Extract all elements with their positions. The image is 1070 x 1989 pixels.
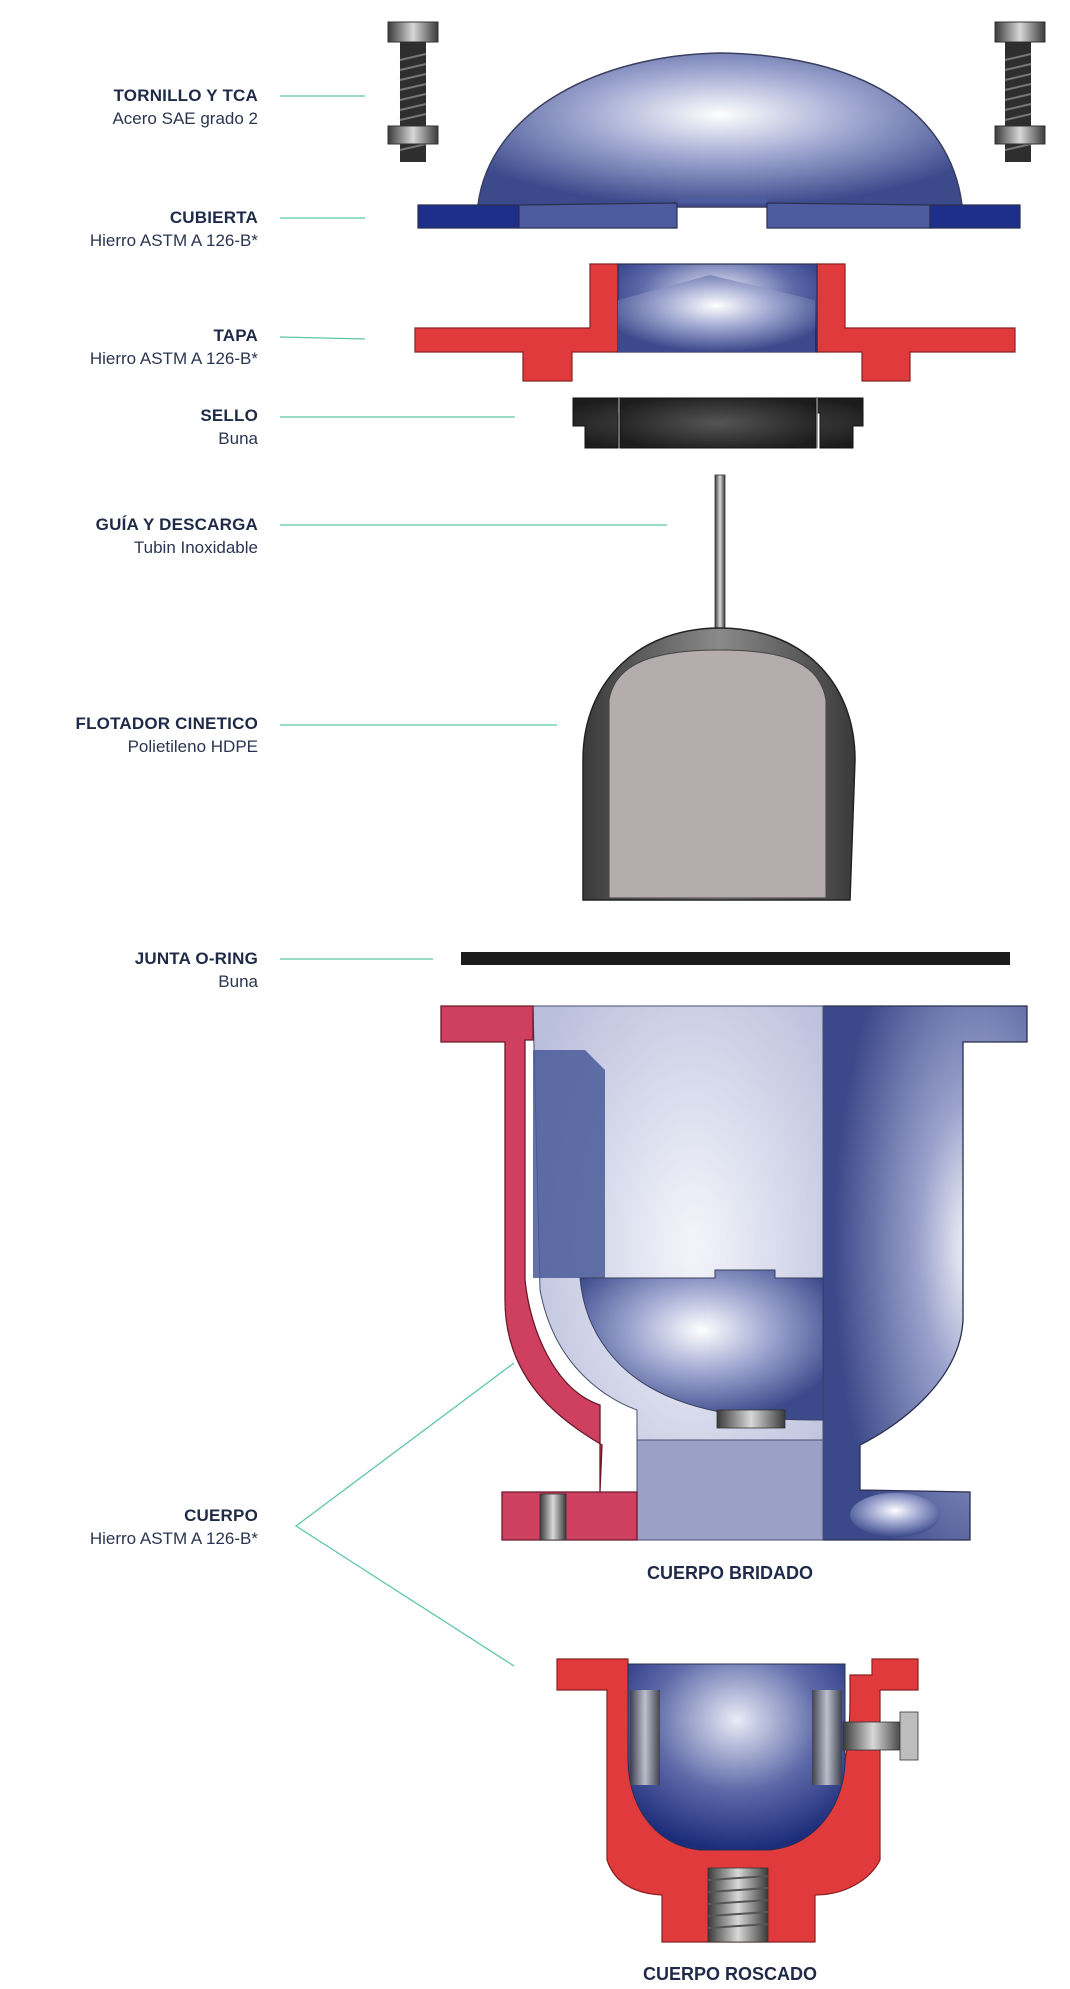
leader-tapa: [279, 336, 366, 340]
bolt-left-icon: [387, 21, 439, 162]
part-name: TAPA: [213, 326, 258, 345]
part-material: Hierro ASTM A 126-B*: [89, 349, 258, 368]
part-name: JUNTA O-RING: [134, 949, 258, 968]
part-material: Polietileno HDPE: [127, 737, 258, 756]
part-material: Buna: [218, 972, 258, 991]
junta-oring: [461, 952, 1010, 965]
part-name: CUERPO: [184, 1506, 258, 1525]
part-material: Acero SAE grado 2: [112, 109, 258, 128]
cubierta-cover: [417, 52, 1021, 229]
part-name: FLOTADOR CINETICO: [75, 714, 258, 733]
sello-seal: [572, 397, 864, 449]
caption-cuerpo-roscado: CUERPO ROSCADO: [642, 1964, 817, 1984]
bolt-right-icon: [994, 21, 1046, 162]
part-material: Hierro ASTM A 126-B*: [89, 1529, 258, 1548]
guia-tube: [714, 474, 726, 631]
leader-cuerpo: [294, 1362, 515, 1667]
label-guia: GUÍA Y DESCARGA Tubin Inoxidable: [96, 513, 258, 559]
flotador-float: [582, 627, 856, 901]
label-tapa: TAPA Hierro ASTM A 126-B*: [90, 324, 258, 370]
label-flotador: FLOTADOR CINETICO Polietileno HDPE: [75, 712, 258, 758]
caption-cuerpo-bridado: CUERPO BRIDADO: [646, 1563, 813, 1583]
part-material: Buna: [218, 429, 258, 448]
part-name: CUBIERTA: [169, 208, 258, 227]
tapa-lid: [414, 263, 1016, 382]
label-sello: SELLO Buna: [200, 404, 258, 450]
cuerpo-bridado-body: [440, 1005, 1028, 1541]
part-material: Hierro ASTM A 126-B*: [89, 231, 258, 250]
part-name: TORNILLO Y TCA: [113, 86, 258, 105]
label-tornillo: TORNILLO Y TCA Acero SAE grado 2: [112, 84, 258, 130]
part-name: SELLO: [200, 406, 258, 425]
leader-lines: [279, 95, 667, 1667]
cuerpo-roscado-body: [556, 1658, 919, 1943]
label-cubierta: CUBIERTA Hierro ASTM A 126-B*: [90, 206, 258, 252]
label-junta: JUNTA O-RING Buna: [135, 947, 258, 993]
part-material: Tubin Inoxidable: [133, 538, 258, 557]
part-name: GUÍA Y DESCARGA: [95, 515, 258, 534]
label-cuerpo: CUERPO Hierro ASTM A 126-B*: [90, 1504, 258, 1550]
